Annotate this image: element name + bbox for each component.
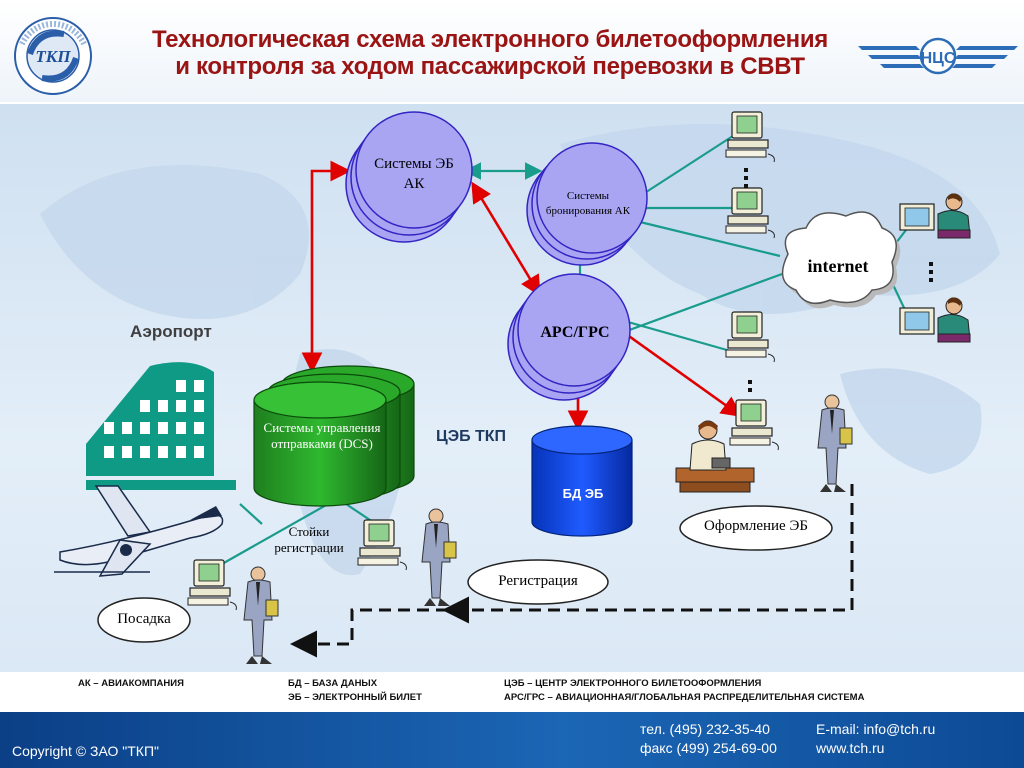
airplane-icon — [54, 485, 224, 577]
legend-item: ЦЭБ – ЦЕНТР ЭЛЕКТРОННОГО БИЛЕТООФОРМЛЕНИ… — [504, 678, 762, 689]
ceb-tkp-label: ЦЭБ ТКП — [436, 428, 507, 445]
legend-item: АРС/ГРС – АВИАЦИОННАЯ/ГЛОБАЛЬНАЯ РАСПРЕД… — [504, 692, 865, 703]
website-link[interactable]: www.tch.ru — [816, 740, 885, 756]
issue-eb-label: Оформление ЭБ — [704, 518, 808, 534]
node-dcs — [253, 365, 415, 507]
network-diagram — [40, 111, 1000, 665]
phone-text: тел. (495) 232-35-40 — [640, 721, 770, 737]
node-bd-eb — [531, 425, 633, 537]
dashed-flow-links — [290, 484, 854, 658]
airport-label: Аэропорт — [130, 322, 212, 341]
footer: Copyright © ЗАО "ТКП" тел. (495) 232-35-… — [0, 712, 1024, 768]
node-eb-ak-label: Системы ЭБ АК — [374, 156, 454, 192]
more-dots — [744, 168, 933, 392]
registration-label: Регистрация — [498, 573, 578, 589]
fax-text: факс (499) 254-69-00 — [640, 740, 777, 756]
checkin-desks-label: Стойки регистрации — [274, 524, 344, 555]
legend-item: АК – АВИАКОМПАНИЯ — [78, 678, 184, 689]
header: ТКП Технологическая схема электронного б… — [0, 0, 1024, 102]
node-dcs-label: Системы управления отправками (DCS) — [263, 420, 381, 451]
title-line-1: Технологическая схема электронного билет… — [151, 26, 828, 53]
legend-col-3: ЦЭБ – ЦЕНТР ЭЛЕКТРОННОГО БИЛЕТООФОРМЛЕНИ… — [504, 677, 864, 705]
boarding-label: Посадка — [117, 611, 171, 627]
internet-label: internet — [807, 256, 869, 276]
passenger-icon-3 — [243, 566, 279, 665]
node-ars-grs-label: АРС/ГРС — [540, 324, 610, 341]
passenger-icon-1 — [817, 394, 853, 493]
passenger-icon-2 — [421, 508, 457, 607]
title-line-2: и контроля за ходом пассажирской перевоз… — [175, 53, 805, 80]
computer-icon-5 — [357, 519, 407, 571]
node-bd-eb-label: БД ЭБ — [562, 486, 604, 501]
node-booking — [526, 142, 648, 266]
legend-col-2: БД – БАЗА ДАНЫХ ЭБ – ЭЛЕКТРОННЫЙ БИЛЕТ — [288, 677, 422, 705]
node-eb-ak — [345, 111, 473, 243]
internet-cloud — [781, 211, 901, 309]
boarding-bubble — [97, 597, 191, 643]
copyright-text: Copyright © ЗАО "ТКП" — [12, 743, 159, 759]
computer-icon-4 — [729, 399, 780, 451]
issue-eb-bubble — [679, 505, 833, 551]
node-ars-grs — [507, 273, 631, 401]
nts-logo-text: НЦС — [921, 50, 956, 67]
computer-icon-3 — [725, 311, 776, 363]
computer-icon-6 — [187, 559, 237, 611]
nts-wings-logo: НЦС — [858, 36, 1018, 81]
page-title: Технологическая схема электронного билет… — [130, 26, 850, 80]
legend-col-1: АК – АВИАКОМПАНИЯ — [78, 677, 184, 691]
internet-user-icon-2 — [899, 296, 971, 343]
legend-item: БД – БАЗА ДАНЫХ — [288, 678, 378, 689]
diagram-panel: Системы ЭБ АК Системы бронирования АК АР… — [0, 104, 1024, 672]
email-link[interactable]: E-mail: info@tch.ru — [816, 721, 936, 737]
tkp-logo: ТКП — [8, 14, 98, 103]
node-booking-label: Системы бронирования АК — [545, 190, 631, 217]
airport-building-icon — [86, 362, 236, 490]
tkp-logo-text: ТКП — [35, 47, 71, 66]
registration-bubble — [467, 559, 609, 605]
ticket-agent-icon — [675, 420, 755, 493]
legend-item: ЭБ – ЭЛЕКТРОННЫЙ БИЛЕТ — [288, 692, 422, 703]
